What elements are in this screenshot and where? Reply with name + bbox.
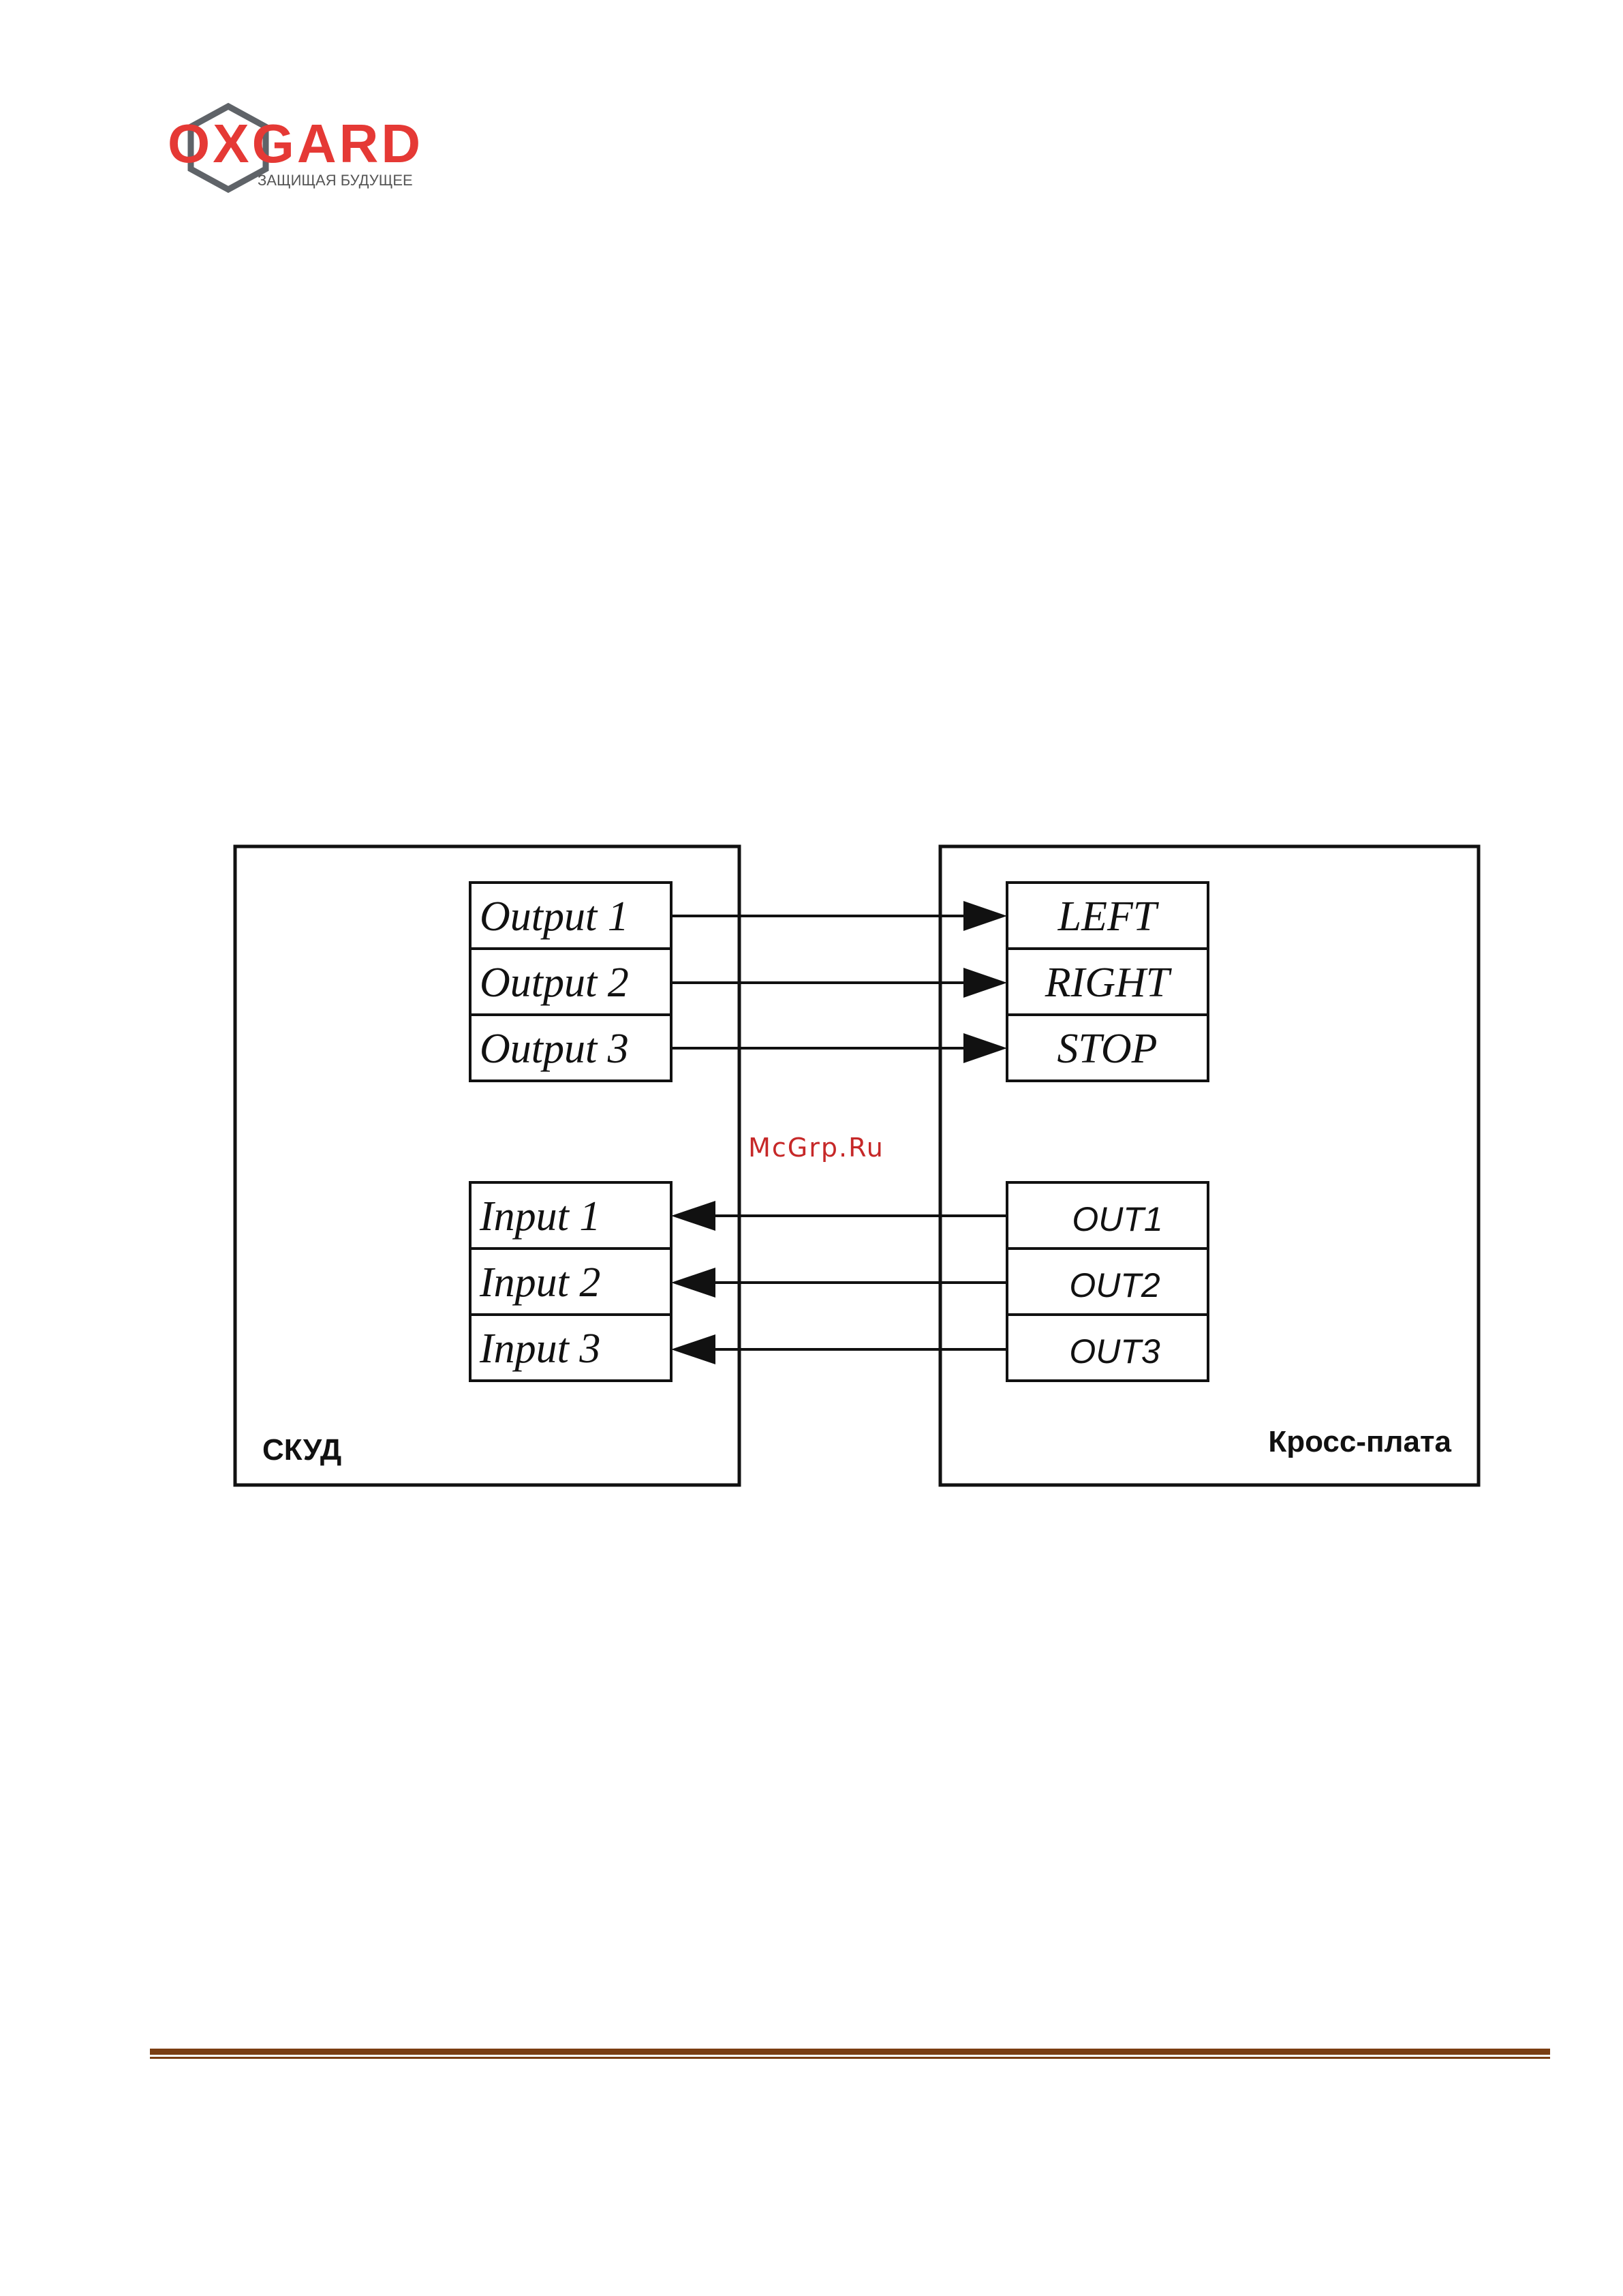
- cross-board-inputs-group: LEFT RIGHT STOP: [1007, 883, 1208, 1081]
- out1-label: OUT1: [1072, 1200, 1162, 1238]
- cross-board-panel-title: Кросс-плата: [1268, 1425, 1451, 1458]
- footer-rule: [150, 2049, 1550, 2060]
- skud-outputs-group: Output 1 Output 2 Output 3: [470, 883, 671, 1081]
- input-2-label: Input 2: [479, 1259, 600, 1306]
- footer-rule-thick: [150, 2049, 1550, 2055]
- input-3-label: Input 3: [479, 1326, 600, 1372]
- footer-rule-thin: [150, 2057, 1550, 2059]
- input-1-label: Input 1: [479, 1193, 600, 1240]
- output-2-label: Output 2: [480, 960, 629, 1006]
- output-3-label: Output 3: [480, 1026, 629, 1072]
- arrowhead-stop: [963, 1033, 1007, 1063]
- skud-panel-title: СКУД: [262, 1433, 341, 1467]
- arrowhead-left: [963, 901, 1007, 931]
- skud-inputs-group: Input 1 Input 2 Input 3: [470, 1182, 671, 1381]
- arrowhead-input2: [671, 1268, 715, 1298]
- watermark-text: McGrp.Ru: [748, 1133, 884, 1163]
- arrowhead-input3: [671, 1334, 715, 1364]
- forward-connections: [671, 916, 963, 1048]
- left-label: LEFT: [1057, 893, 1160, 940]
- stop-label: STOP: [1057, 1026, 1157, 1072]
- output-1-label: Output 1: [480, 893, 629, 940]
- return-connections: [715, 1216, 1007, 1349]
- right-label: RIGHT: [1045, 960, 1173, 1006]
- out3-label: OUT3: [1069, 1332, 1160, 1371]
- out2-label: OUT2: [1069, 1266, 1160, 1304]
- forward-arrowheads: [963, 901, 1007, 1063]
- arrowhead-input1: [671, 1201, 715, 1231]
- arrowhead-right: [963, 968, 1007, 998]
- cross-board-outputs-group: OUT1 OUT2 OUT3: [1007, 1182, 1208, 1381]
- return-arrowheads: [671, 1201, 715, 1364]
